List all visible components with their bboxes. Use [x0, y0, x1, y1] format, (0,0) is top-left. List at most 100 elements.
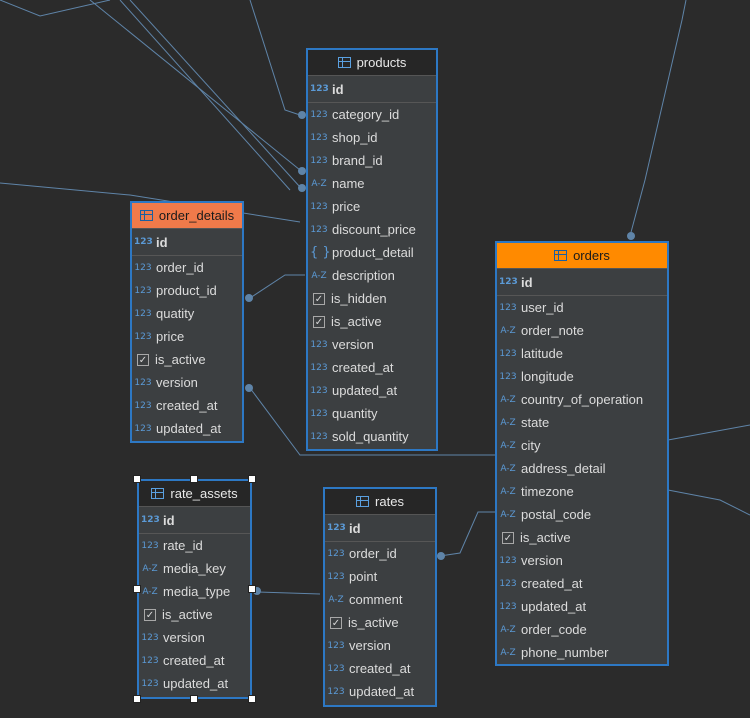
connector-endpoint[interactable]: [245, 384, 253, 392]
connector-endpoint[interactable]: [627, 232, 635, 240]
resize-handle-nw[interactable]: [133, 475, 141, 483]
column-name: brand_id: [332, 153, 383, 168]
column-name: point: [349, 569, 378, 584]
connector-endpoint[interactable]: [437, 552, 445, 560]
connector-endpoint[interactable]: [298, 111, 306, 119]
table-header[interactable]: products: [308, 50, 436, 76]
resize-handle-ne[interactable]: [248, 475, 256, 483]
table-icon: [337, 57, 351, 68]
column-row[interactable]: ✓is_active: [325, 611, 435, 634]
number-type-icon: 123: [141, 515, 160, 525]
connector-endpoint[interactable]: [298, 167, 306, 175]
resize-handle-n[interactable]: [190, 475, 198, 483]
connector-endpoint[interactable]: [298, 184, 306, 192]
number-type-icon: 123: [327, 548, 345, 559]
table-header[interactable]: orders: [497, 243, 667, 269]
table-header[interactable]: rate_assets: [139, 481, 250, 507]
column-name: city: [521, 438, 541, 453]
column-name: rate_id: [163, 538, 203, 553]
table-header[interactable]: order_details: [132, 203, 242, 229]
resize-handle-e[interactable]: [248, 585, 256, 593]
column-row[interactable]: ✓is_active: [139, 603, 250, 626]
number-type-icon: 123: [134, 331, 152, 342]
number-type-icon: 123: [310, 385, 328, 396]
text-type-icon: A-Z: [500, 486, 516, 497]
checkbox-icon: ✓: [144, 608, 156, 621]
column-row[interactable]: { }product_detail: [308, 241, 436, 264]
connector-endpoint[interactable]: [245, 294, 253, 302]
column-row[interactable]: 123 brand_id: [308, 149, 436, 172]
column-row[interactable]: ✓is_active: [132, 348, 242, 371]
resize-handle-se[interactable]: [248, 695, 256, 703]
text-type-icon: A-Z: [142, 563, 158, 574]
column-row[interactable]: ✓is_active: [308, 310, 436, 333]
column-row[interactable]: ✓is_hidden: [308, 287, 436, 310]
connector-line-category: [249, 0, 301, 116]
resize-handle-sw[interactable]: [133, 695, 141, 703]
column-name: version: [349, 638, 391, 653]
resize-handle-w[interactable]: [133, 585, 141, 593]
table-header[interactable]: rates: [325, 489, 435, 515]
column-row[interactable]: ✓is_active: [497, 526, 667, 549]
number-type-icon: 123: [310, 155, 328, 166]
column-name: is_active: [348, 615, 399, 630]
number-type-icon: 123: [134, 285, 152, 296]
resize-handle-s[interactable]: [190, 695, 198, 703]
